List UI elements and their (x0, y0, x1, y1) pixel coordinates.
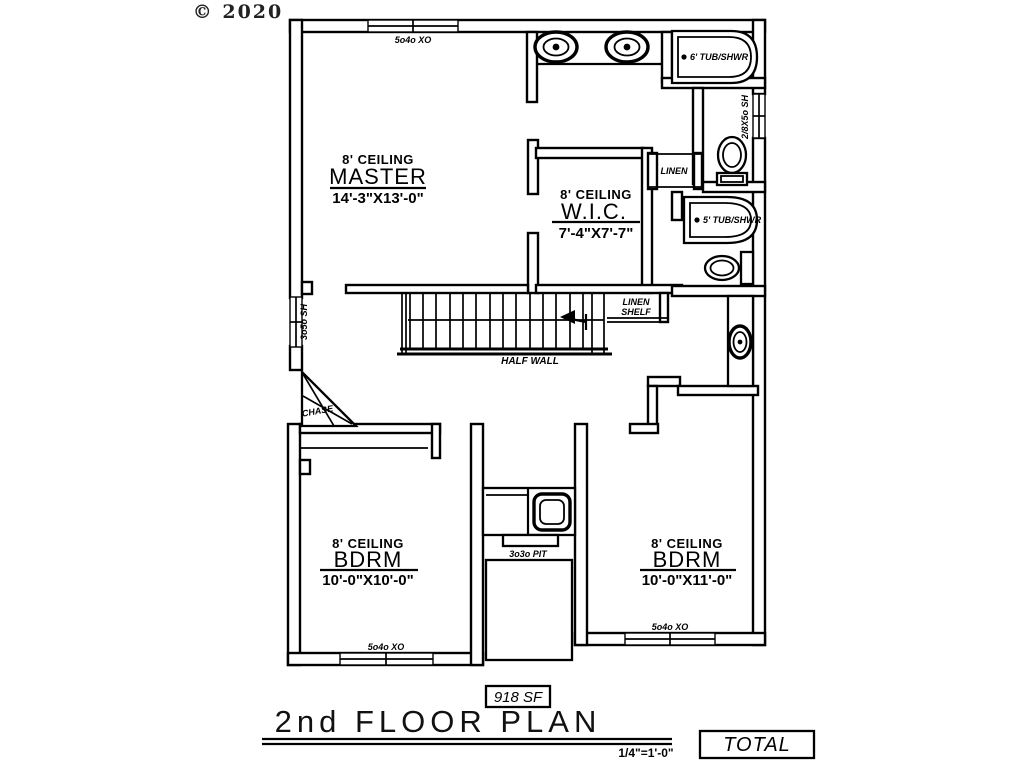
bdrm-left-labels: 8' CEILING BDRM 10'-0"X10'-0" (320, 536, 418, 589)
copyright-text: © 2020 (193, 1, 284, 23)
stairs (401, 292, 605, 353)
plan-title: 2nd FLOOR PLAN (275, 704, 602, 739)
window-top (367, 19, 459, 33)
footer-block: 918 SF 2nd FLOOR PLAN 1/4"=1'-0" TOTAL (262, 684, 816, 760)
master-tub-label: 6' TUB/SHWR (690, 52, 749, 62)
window-left (289, 296, 303, 348)
wic-room-labels: 8' CEILING W.I.C. 7'-4"X7'-7" (552, 187, 640, 242)
scale-label: 1/4"=1'-0" (618, 746, 673, 760)
window-bottom-left (339, 652, 434, 666)
bdrm-left-name-label: BDRM (334, 547, 403, 572)
window-bottom-right (624, 632, 716, 646)
bdrm-left-dims-label: 10'-0"X10'-0" (322, 572, 413, 589)
bdrm-left-ceiling-label: 8' CEILING (332, 536, 404, 551)
wic-dims-label: 7'-4"X7'-7" (559, 225, 634, 242)
bdrm-right-name-label: BDRM (653, 547, 722, 572)
master-room-labels: 8' CEILING MASTER 14'-3"X13'-0" (329, 152, 427, 207)
master-name-label: MASTER (329, 164, 427, 189)
bath-vanity-sink (726, 294, 755, 388)
half-wall (397, 347, 612, 356)
master-ceiling-label: 8' CEILING (342, 152, 414, 167)
area-sf-label: 918 SF (494, 689, 543, 706)
bdrm-right-dims-label: 10'-0"X11'-0" (642, 572, 733, 589)
master-tub (670, 29, 759, 85)
hall-tub (682, 195, 759, 245)
half-wall-label: HALF WALL (501, 356, 559, 367)
window-label-bottom-left: 5o4o XO (368, 642, 405, 652)
wic-ceiling-label: 8' CEILING (560, 187, 632, 202)
master-dims-label: 14'-3"X13'-0" (332, 190, 423, 207)
bdrm-right-ceiling-label: 8' CEILING (651, 536, 723, 551)
linen-closet (646, 151, 704, 191)
window-label-bottom-right: 5o4o XO (652, 622, 689, 632)
toilet-upper (715, 135, 749, 187)
linen-shelf-closet (607, 291, 670, 324)
bdrm-right-labels: 8' CEILING BDRM 10'-0"X11'-0" (640, 536, 736, 589)
wic-name-label: W.I.C. (561, 199, 627, 224)
stair-arrow-head (560, 310, 575, 324)
pit-label: 3o3o PIT (509, 549, 548, 559)
hall-vanity (481, 486, 577, 548)
window-label-left: 3o5o SH (299, 303, 309, 340)
linen-shelf-label-2: SHELF (621, 307, 651, 317)
linen-label: LINEN (661, 166, 689, 176)
window-right (752, 93, 766, 139)
window-label-right: 2/8X5o SH (740, 94, 750, 140)
toilet-lower (703, 250, 755, 286)
window-label-top: 5o4o XO (395, 35, 432, 45)
total-label: TOTAL (723, 734, 791, 756)
hall-tub-label: 5' TUB/SHWR (703, 215, 762, 225)
linen-shelf-label-1: LINEN (623, 297, 651, 307)
chase-shaft (300, 369, 359, 428)
double-vanity (533, 30, 662, 66)
pit-shaft (484, 558, 574, 662)
